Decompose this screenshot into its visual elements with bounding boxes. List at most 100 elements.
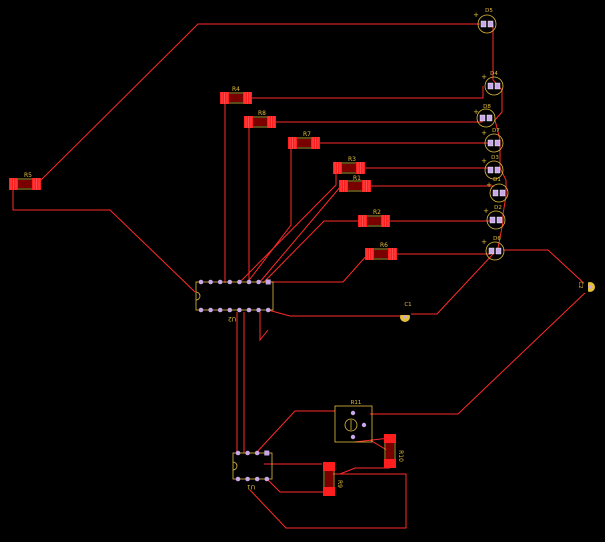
ic-pin [198, 307, 204, 313]
resistor-r2[interactable]: R2 [358, 209, 390, 227]
ic-outline [232, 452, 273, 480]
led-pad [487, 139, 494, 147]
resistor-body [386, 443, 394, 459]
led-label: D7 [492, 128, 500, 134]
led-polarity-mark: + [483, 207, 489, 215]
trace-u2-c1 [267, 309, 402, 317]
led-pad [487, 20, 494, 28]
ic-pin [245, 450, 250, 456]
capacitor-pad [403, 315, 407, 319]
ic-pin [245, 476, 250, 482]
led-d6[interactable]: D6+ [481, 236, 505, 261]
led-d8[interactable]: D8 + [473, 104, 496, 128]
led-polarity-mark: + [481, 157, 487, 165]
led-polarity-mark: + [481, 73, 487, 81]
led-label: D2 [494, 205, 502, 211]
led-pad [494, 139, 501, 147]
ic-u1[interactable]: U1 [232, 450, 273, 491]
led-pad [488, 247, 495, 255]
trace-r5-d5 [36, 23, 480, 185]
trace-d6-c2 [503, 249, 589, 288]
trace-led-common [492, 24, 507, 249]
resistor-body [374, 250, 388, 258]
resistor-r9[interactable]: R9 [323, 462, 343, 496]
ic-pin [237, 307, 242, 313]
led-pad [495, 247, 502, 255]
trace-r6-u2 [268, 253, 369, 283]
led-outline [485, 241, 505, 261]
resistor-body [253, 118, 267, 126]
led-polarity-mark: + [473, 108, 479, 116]
resistor-r6[interactable]: R6 [365, 242, 397, 260]
trace-u1-r9 [265, 477, 324, 493]
resistor-r1[interactable]: R1 [339, 175, 371, 192]
led-label: D5 [485, 8, 493, 14]
led-d5[interactable]: D5+ [473, 8, 497, 34]
ic-pin [198, 279, 204, 285]
capacitor-c2[interactable]: C2 [577, 281, 595, 293]
resistor-r7[interactable]: R7 [288, 131, 320, 149]
resistor-label: R1 [353, 175, 361, 182]
capacitor-c1[interactable]: C1 [399, 302, 412, 322]
capacitor-label: C1 [404, 302, 411, 308]
led-label: D3 [491, 155, 499, 161]
resistor-pad [323, 462, 335, 471]
led-label: D8 [483, 104, 491, 110]
led-d2[interactable]: D2 + [483, 205, 506, 230]
led-outline [489, 183, 509, 203]
ic-label: U1 [247, 483, 255, 490]
ic-pin [254, 476, 260, 482]
ic-pin [217, 279, 223, 285]
pot-pin [350, 410, 356, 416]
trace-r5-u2 [12, 184, 196, 293]
ic-pin [264, 476, 270, 482]
resistor-label: R5 [24, 172, 32, 179]
pot-label: R11 [351, 400, 362, 406]
led-d7[interactable]: D7+ [481, 128, 504, 153]
led-d4[interactable]: D4+ [481, 71, 504, 96]
trace-r2-u2 [262, 220, 361, 284]
resistor-body [18, 180, 32, 188]
trace-layer [12, 23, 589, 529]
led-outline [477, 14, 497, 34]
led-outline [484, 160, 504, 180]
potentiometer-r11[interactable]: R11 [334, 400, 373, 443]
resistor-pad [323, 487, 335, 496]
ic-pin [237, 279, 242, 285]
pot-knob [344, 418, 358, 432]
resistor-body [297, 139, 311, 147]
led-pad [479, 114, 486, 122]
led-outline [486, 210, 506, 230]
ic-u2[interactable]: U2 [195, 279, 274, 323]
capacitor-label: C2 [577, 281, 583, 288]
led-pad [486, 114, 493, 122]
resistor-body [348, 182, 362, 190]
resistor-r5[interactable]: R5 [9, 172, 41, 190]
resistor-r4[interactable]: R4 [220, 86, 252, 104]
led-polarity-mark: + [481, 238, 487, 246]
trace-c2-r11 [370, 289, 589, 415]
resistor-body [325, 471, 333, 487]
ic-pin [265, 307, 271, 313]
led-outline [484, 133, 504, 153]
pot-pin [361, 422, 367, 428]
resistor-r8[interactable]: R8 [244, 110, 276, 128]
resistor-pad [384, 434, 396, 443]
led-d3[interactable]: D3 + [481, 155, 504, 180]
resistor-r3[interactable]: R3 [333, 156, 365, 174]
resistor-label: R7 [303, 131, 311, 138]
led-outline [484, 76, 504, 96]
resistor-pad [384, 459, 396, 468]
resistor-body [367, 217, 381, 225]
led-pad [487, 82, 494, 90]
resistor-r10[interactable]: R10 [384, 434, 404, 468]
potentiometer-group: R11 [334, 400, 373, 443]
trace-u2-stub [259, 312, 269, 342]
led-d1[interactable]: D1+ [486, 177, 509, 203]
led-label: D4 [490, 71, 498, 77]
resistor-body [342, 164, 356, 172]
ic-pin [254, 450, 260, 456]
